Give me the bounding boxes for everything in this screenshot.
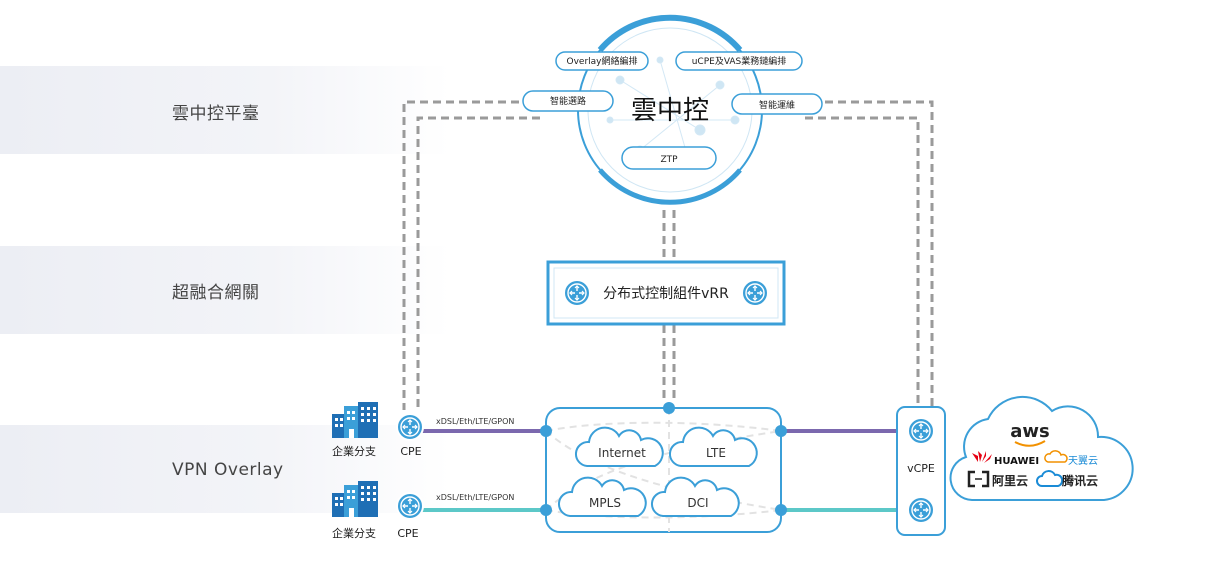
building-icon [332,402,378,438]
layer-label-vpn-overlay: VPN Overlay [172,460,284,480]
cloud-control-title: 雲中控 [631,96,709,126]
huawei-logo-icon [972,451,992,463]
vrr-label: 分布式控制組件vRR [603,286,729,302]
tencent-label: 腾讯云 [1061,473,1098,488]
control-link-cpe-outer [402,100,532,410]
tianyi-label: 天翼云 [1068,455,1098,467]
feature-pill-overlay: Overlay網絡編排 [555,51,649,71]
svg-text:Overlay網絡編排: Overlay網絡編排 [567,55,638,67]
cpe-router-icon [396,413,424,441]
feature-pill-smart-routing: 智能選路 [522,90,614,112]
tencent-cloud-icon [1036,470,1064,487]
branch-label: 企業分支 [332,526,376,540]
vcpe-router-icon-bottom [907,496,935,524]
feature-pill-ztp: ZTP [621,146,717,170]
svg-text:智能選路: 智能選路 [550,95,586,107]
cpe-label: CPE [400,445,421,458]
layer-label-gateway: 超融合網關 [172,283,260,303]
control-link-cpe-inner [416,116,540,410]
svg-text:uCPE及VAS業務鏈編排: uCPE及VAS業務鏈編排 [692,55,787,67]
control-link-vrr [662,210,676,262]
vrr-router-icon-right [741,279,769,307]
network-label-lte: LTE [706,446,726,460]
vcpe-label: vCPE [907,462,935,475]
vrr-box [546,260,786,326]
feature-pill-ucpe: uCPE及VAS業務鏈編排 [675,51,803,71]
network-label-internet: Internet [598,446,646,460]
network-label-dci: DCI [687,496,708,510]
cpe-router-icon [396,492,424,520]
tianyi-cloud-icon [1044,450,1068,463]
layer-band-gateway [0,246,600,334]
vrr-router-icon-left [563,279,591,307]
provider-cloud [949,396,1134,501]
huawei-label: HUAWEI [994,456,1039,467]
link-label: xDSL/Eth/LTE/GPON [436,417,514,426]
aws-smile-icon [1014,440,1046,447]
aliyun-logo-icon [967,470,990,488]
building-icon [332,481,378,517]
aliyun-label: 阿里云 [992,473,1028,488]
cpe-label: CPE [397,527,418,540]
vrr-link-network [662,325,676,402]
layer-band-cloud-platform [0,66,600,154]
svg-text:ZTP: ZTP [660,155,678,165]
layer-band-vpn-overlay [0,425,600,513]
branch-label: 企業分支 [332,444,376,458]
network-label-mpls: MPLS [589,496,621,510]
control-link-vcpe-inner [805,116,920,412]
vcpe-router-icon-top [907,417,935,445]
feature-pill-smart-ops: 智能運維 [731,93,823,115]
link-label: xDSL/Eth/LTE/GPON [436,493,514,502]
aws-logo: aws [1010,421,1050,442]
svg-text:智能運維: 智能運維 [759,99,795,111]
vcpe-box [896,406,946,536]
dashed-control-links [402,100,934,412]
layer-label-cloud-platform: 雲中控平臺 [172,104,260,124]
control-link-vcpe-outer [812,100,934,412]
